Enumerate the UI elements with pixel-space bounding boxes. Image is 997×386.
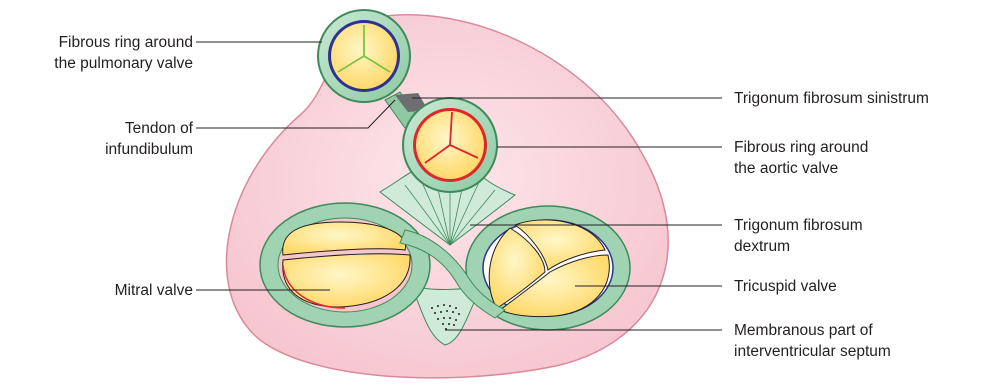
label-mitral-valve: Mitral valve bbox=[8, 280, 193, 301]
label-aortic-ring: Fibrous ring around the aortic valve bbox=[734, 137, 868, 179]
label-trigonum-dextrum: Trigonum fibrosum dextrum bbox=[734, 215, 863, 257]
label-membranous-septum: Membranous part of interventricular sept… bbox=[734, 320, 891, 362]
label-tricuspid-valve: Tricuspid valve bbox=[734, 276, 837, 297]
label-tendon-infundibulum: Tendon of infundibulum bbox=[8, 118, 193, 160]
label-pulmonary-ring: Fibrous ring around the pulmonary valve bbox=[8, 32, 193, 74]
label-trigonum-sinistrum: Trigonum fibrosum sinistrum bbox=[734, 88, 929, 109]
